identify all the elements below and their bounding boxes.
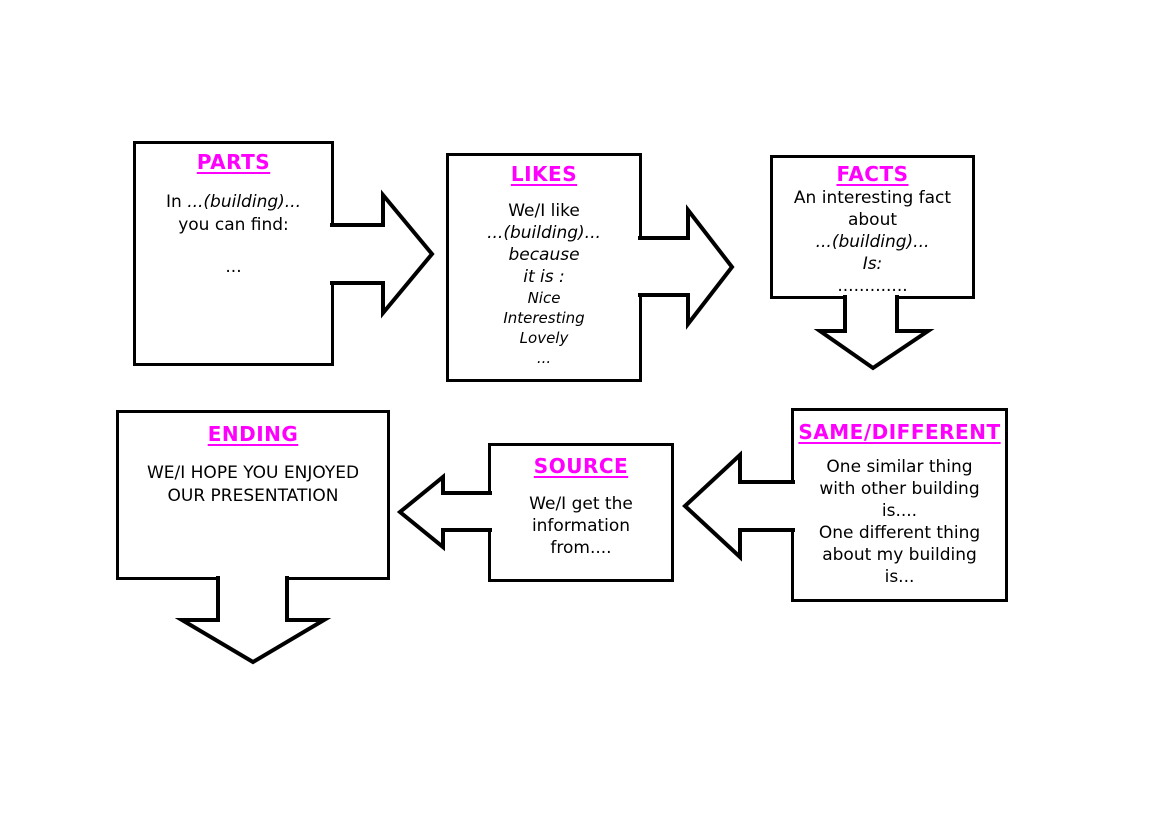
arrow-down-ending-out-icon [174, 576, 332, 665]
likes-line-7: Lovely [519, 329, 569, 347]
facts-title: FACTS [836, 162, 909, 186]
parts-line-1-placeholder: ...(building)... [187, 192, 301, 212]
parts-line-3: ... [225, 257, 242, 277]
parts-body: In ...(building)... you can find: ... [136, 191, 331, 279]
parts-line-2: you can find: [178, 215, 289, 235]
parts-box: PARTS In ...(building)... you can find: … [133, 141, 334, 366]
source-box: SOURCE We/I get the information from.... [488, 443, 674, 582]
arrow-right-likes-to-facts-icon [638, 204, 735, 330]
ending-line-1: WE/I HOPE YOU ENJOYED [146, 463, 360, 483]
parts-line-1: In ...(building)... [136, 191, 331, 214]
likes-line-2: ...(building)... [487, 223, 601, 243]
source-line-2: information [531, 516, 631, 536]
ending-box: ENDING WE/I HOPE YOU ENJOYED OUR PRESENT… [116, 410, 390, 580]
same-different-line-3: is.... [881, 501, 918, 521]
ending-line-2: OUR PRESENTATION [167, 486, 339, 506]
likes-title: LIKES [510, 162, 578, 186]
facts-line-3: ...(building)... [815, 232, 930, 252]
facts-line-5: ............. [837, 276, 908, 296]
arrow-left-source-to-ending-icon [396, 472, 492, 552]
arrow-left-same-different-to-source-icon [682, 450, 795, 562]
arrow-right-parts-to-likes-icon [330, 189, 435, 319]
likes-line-3: because [508, 245, 580, 265]
ending-title: ENDING [207, 422, 299, 446]
source-title: SOURCE [533, 454, 629, 478]
ending-body: WE/I HOPE YOU ENJOYED OUR PRESENTATION [119, 462, 387, 508]
source-line-1: We/I get the [529, 494, 633, 514]
same-different-line-5: about my building [822, 545, 977, 565]
likes-line-4: it is : [523, 267, 565, 287]
parts-line-1-prefix: In [166, 192, 188, 212]
source-line-3: from.... [550, 538, 612, 558]
same-different-body: One similar thing with other building is… [794, 456, 1005, 588]
likes-line-1: We/I like [508, 201, 580, 221]
facts-line-2: about [847, 210, 898, 230]
source-body: We/I get the information from.... [491, 493, 671, 559]
parts-title: PARTS [196, 150, 271, 174]
likes-line-5: Nice [527, 289, 561, 307]
likes-line-8: ... [536, 349, 552, 367]
likes-line-6: Interesting [503, 309, 585, 327]
same-different-line-1: One similar thing [826, 457, 973, 477]
same-different-box: SAME/DIFFERENT One similar thing with ot… [791, 408, 1008, 602]
likes-body: We/I like ...(building)... because it is… [449, 200, 639, 368]
same-different-line-6: is... [884, 567, 915, 587]
facts-line-1: An interesting fact [793, 188, 952, 208]
arrow-down-facts-to-same-different-icon [813, 295, 935, 371]
same-different-title: SAME/DIFFERENT [798, 420, 1001, 444]
facts-box: FACTS An interesting fact about ...(buil… [770, 155, 975, 299]
facts-body: An interesting fact about ...(building).… [773, 187, 972, 297]
facts-line-4: Is: [862, 254, 883, 274]
same-different-line-2: with other building [819, 479, 980, 499]
same-different-line-4: One different thing [818, 523, 981, 543]
likes-box: LIKES We/I like ...(building)... because… [446, 153, 642, 382]
